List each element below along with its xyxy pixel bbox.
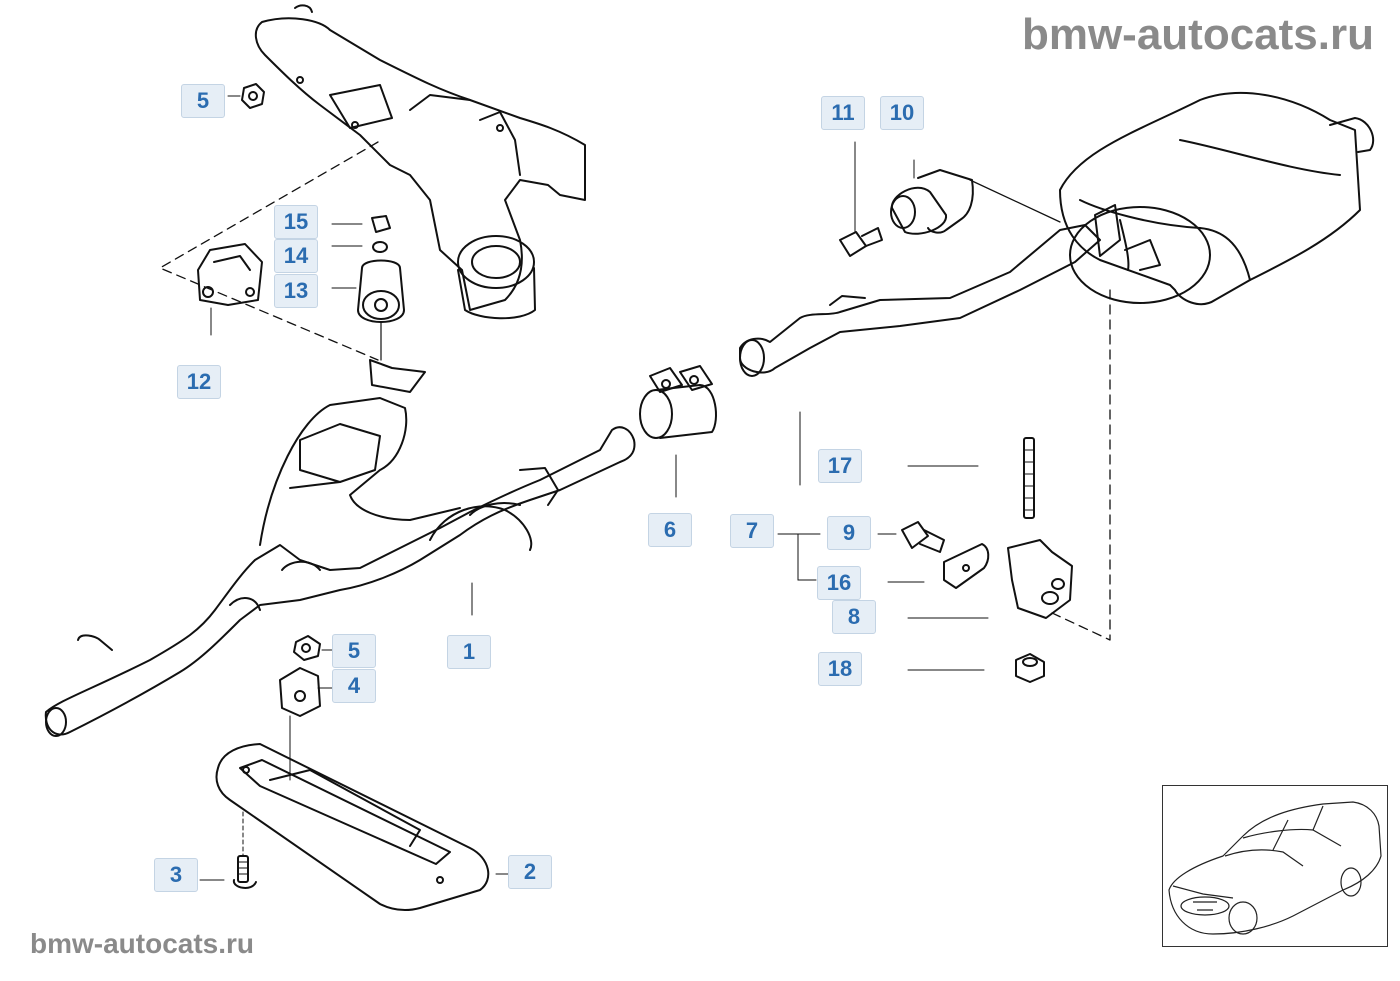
callout-5-lower[interactable]: 5: [332, 634, 376, 668]
bolt-part-11: [839, 141, 883, 257]
car-thumbnail[interactable]: [1162, 785, 1388, 947]
callout-1[interactable]: 1: [447, 635, 491, 669]
bracket-part-12: [197, 243, 263, 336]
callout-8[interactable]: 8: [832, 600, 876, 634]
nut-part-5-top: [227, 83, 265, 109]
pipe-part-10: [890, 159, 1061, 235]
callout-6[interactable]: 6: [648, 513, 692, 547]
car-outline-icon: [1168, 801, 1382, 935]
transmission-housing: [254, 4, 586, 320]
leader-bracket-7: [777, 533, 821, 581]
stud-part-17: [907, 437, 1035, 519]
rubber-hanger-part-8: [907, 539, 1073, 619]
leader-dash-right: [1049, 289, 1111, 641]
callout-9[interactable]: 9: [827, 516, 871, 550]
bolt-part-9: [877, 521, 945, 553]
callout-7[interactable]: 7: [730, 514, 774, 548]
callout-12[interactable]: 12: [177, 365, 221, 399]
clamp-part-6: [639, 365, 717, 498]
mount-part-4: [279, 667, 335, 781]
callout-5-top[interactable]: 5: [181, 84, 225, 118]
callout-11[interactable]: 11: [821, 96, 865, 130]
plate-part-16: [887, 543, 990, 589]
rear-muffler: [739, 91, 1375, 486]
leader-dash: [159, 141, 379, 361]
washer-part-14: [331, 241, 388, 253]
watermark-bottom: bmw-autocats.ru: [30, 928, 255, 959]
nut-part-15: [331, 215, 391, 233]
callout-15[interactable]: 15: [274, 205, 318, 239]
front-pipe-part-1: [44, 359, 636, 737]
callout-3[interactable]: 3: [154, 858, 198, 892]
nut-part-18: [907, 653, 1045, 683]
callout-2[interactable]: 2: [508, 855, 552, 889]
callout-16[interactable]: 16: [817, 566, 861, 600]
heat-shield-part-2: [215, 743, 509, 912]
callout-10[interactable]: 10: [880, 96, 924, 130]
screw-part-3: [199, 811, 257, 889]
callout-17[interactable]: 17: [818, 449, 862, 483]
watermark-top: bmw-autocats.ru: [1021, 10, 1374, 59]
callout-18[interactable]: 18: [818, 652, 862, 686]
rubber-mount-part-13: [331, 259, 405, 361]
callout-14[interactable]: 14: [274, 239, 318, 273]
callout-4[interactable]: 4: [332, 669, 376, 703]
nut-part-5-lower: [293, 635, 335, 661]
callout-13[interactable]: 13: [274, 274, 318, 308]
